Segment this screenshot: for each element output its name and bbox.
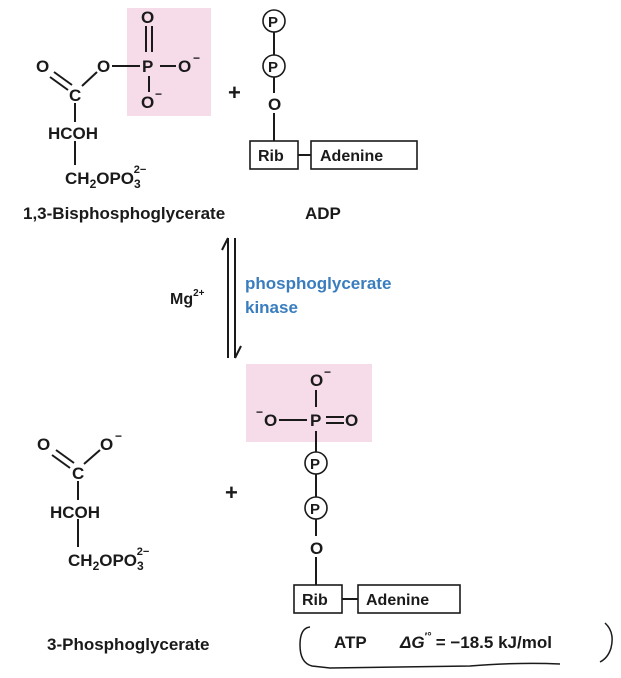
charge-o-left-atp: − <box>256 405 263 419</box>
phosphoryl-highlight-top <box>127 8 211 116</box>
atom-c: C <box>69 86 81 105</box>
bpg-name: 1,3-Bisphosphoglycerate <box>23 204 225 223</box>
atom-o-top-atp: O <box>310 371 323 390</box>
svg-text:P: P <box>268 59 278 76</box>
phosphoryl-highlight-bottom <box>246 364 372 442</box>
svg-text:P: P <box>310 456 320 473</box>
enzyme-name-line2: kinase <box>245 298 298 317</box>
atom-o-left-atp: O <box>264 411 277 430</box>
group-hcoh-3pg: HCOH <box>50 503 100 522</box>
plus-sign-bottom: + <box>225 480 238 505</box>
handdrawn-bracket <box>299 626 561 669</box>
atom-o-carbonyl: O <box>36 57 49 76</box>
atom-o-right-atp: O <box>345 411 358 430</box>
adenine-box-adp <box>310 140 418 170</box>
ribose-box-adp <box>249 140 299 170</box>
atp-structure: O − − O P O P P O Rib Adenine <box>256 365 461 614</box>
atom-o-right: O <box>178 57 191 76</box>
plus-sign-top: + <box>228 80 241 105</box>
atom-o-bottom: O <box>141 93 154 112</box>
charge-o-right: − <box>193 51 200 65</box>
atp-name: ATP <box>334 633 367 652</box>
atom-o-top: O <box>141 8 154 27</box>
svg-text:Rib: Rib <box>302 592 328 609</box>
adp-name: ADP <box>305 204 341 223</box>
atom-o-left: O <box>37 435 50 454</box>
group-ch2opo3-3pg: CH2OPO32− <box>68 546 149 573</box>
charge-o-bottom: − <box>155 87 162 101</box>
atom-o-right-3pg: O <box>100 435 113 454</box>
atom-o-adp: O <box>268 95 281 114</box>
handdrawn-bracket-right <box>599 622 613 663</box>
atom-p: P <box>142 57 153 76</box>
ribose-box-atp <box>293 584 343 614</box>
enzyme-name-line1: phosphoglycerate <box>245 274 391 293</box>
atom-o-atp: O <box>310 539 323 558</box>
adenine-box-atp <box>357 584 461 614</box>
charge-o-right-3pg: − <box>115 429 122 443</box>
adp-structure: P P O Rib Adenine <box>249 9 418 170</box>
svg-text:P: P <box>268 14 278 31</box>
svg-text:Rib: Rib <box>258 148 284 165</box>
cofactor-label: Mg2+ <box>170 288 205 308</box>
delta-g-label: ΔG′°= −18.5 kJ/mol <box>399 631 552 652</box>
atom-c-3pg: C <box>72 464 84 483</box>
group-hcoh: HCOH <box>48 124 98 143</box>
charge-o-top-atp: − <box>324 365 331 379</box>
svg-text:P: P <box>310 501 320 518</box>
group-ch2opo3: CH2OPO32− <box>65 164 146 191</box>
svg-text:Adenine: Adenine <box>320 148 383 165</box>
reaction-arrow <box>221 237 242 359</box>
pg3-structure: O O − C HCOH CH2OPO32− <box>37 429 149 573</box>
atom-p-atp: P <box>310 411 321 430</box>
pg3-name: 3-Phosphoglycerate <box>47 635 210 654</box>
bpg-structure: O O O P O − O − C HCOH CH2OPO32− <box>36 8 200 191</box>
svg-text:Adenine: Adenine <box>366 592 429 609</box>
atom-o-link: O <box>97 57 110 76</box>
